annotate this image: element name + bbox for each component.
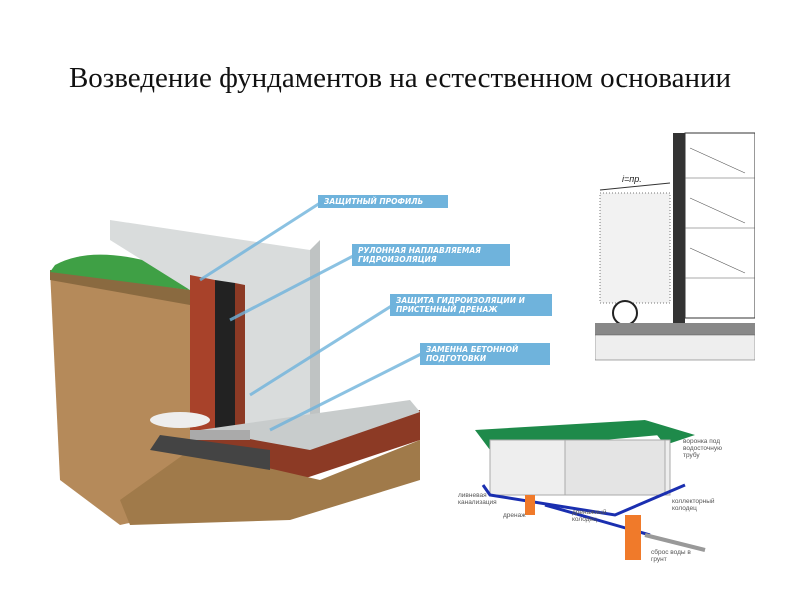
foundation-section-drawing xyxy=(594,128,756,370)
label-drain-well: дренажный колодец xyxy=(572,509,607,523)
callout-concrete-replacement: ЗАМЕННА БЕТОННОЙ ПОДГОТОВКИ xyxy=(420,343,550,365)
house-drainage-illustration xyxy=(445,395,745,575)
foundation-illustration xyxy=(40,180,560,525)
label-collector-well: коллекторный колодец xyxy=(672,498,715,512)
callout-drainage-protection: ЗАЩИТА ГИДРОИЗОЛЯЦИИ И ПРИСТЕННЫЙ ДРЕНАЖ xyxy=(390,294,552,316)
slope-label: i=пр. xyxy=(622,174,642,184)
label-drain: дренаж xyxy=(503,512,526,519)
callout-protective-profile: ЗАЩИТНЫЙ ПРОФИЛЬ xyxy=(318,195,448,208)
callout-waterproofing: РУЛОННАЯ НАПЛАВЛЯЕМАЯ ГИДРОИЗОЛЯЦИЯ xyxy=(352,244,510,266)
label-discharge: сброс воды в грунт xyxy=(651,549,691,563)
label-funnel: воронка под водосточную трубу xyxy=(683,438,722,459)
slide-title: Возведение фундаментов на естественном о… xyxy=(68,62,732,94)
label-storm-sewer: ливневая канализация xyxy=(458,492,497,506)
